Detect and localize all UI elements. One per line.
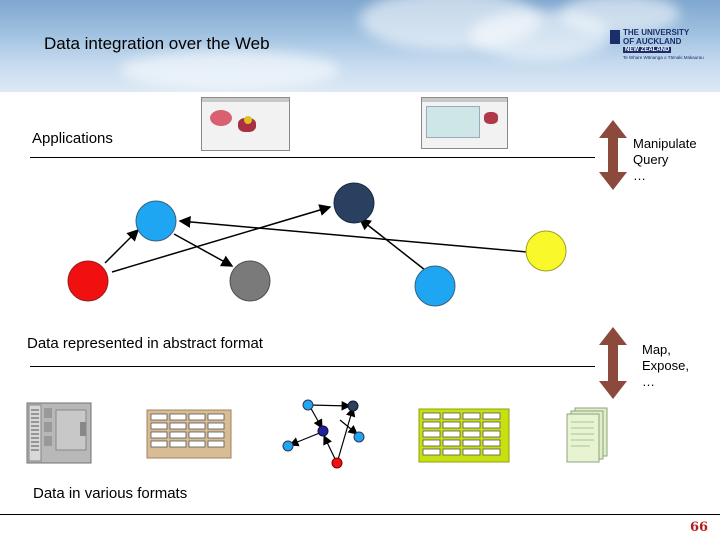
application-screenshot-2 <box>421 97 508 149</box>
application-screenshot-1 <box>201 97 290 151</box>
applications-divider <box>30 157 595 158</box>
footer-divider <box>0 514 720 515</box>
logo-line-1: THE UNIVERSITY <box>623 28 690 37</box>
crest-icon <box>610 30 620 44</box>
slide-title: Data integration over the Web <box>44 34 270 53</box>
node-navy <box>333 182 375 224</box>
manipulate-arrow <box>599 120 627 190</box>
node-yellow <box>525 230 567 272</box>
abstract-divider <box>30 366 595 367</box>
edge-red-to-navy <box>111 204 332 273</box>
logo-line-4: Te Whare Wānanga o Tāmaki Makaurau <box>623 55 704 60</box>
logo-line-2: OF AUCKLAND <box>623 37 682 46</box>
edge-yellow-to-lightblue <box>178 215 528 253</box>
edge-blue-to-navy <box>358 218 426 271</box>
slide-number: 66 <box>690 520 709 535</box>
graph-icon <box>282 399 365 469</box>
manipulate-query-label: Manipulate Query … <box>633 136 697 183</box>
edge-red-to-lightblue <box>104 228 140 264</box>
logo-line-3: NEW ZEALAND <box>623 47 672 53</box>
node-gray <box>229 260 271 302</box>
server-icon <box>26 402 92 464</box>
node-red <box>67 260 109 302</box>
university-logo: THE UNIVERSITY OF AUCKLAND NEW ZEALAND T… <box>610 28 718 64</box>
slide-header: Data integration over the Web THE UNIVER… <box>0 0 720 92</box>
node-light-blue <box>135 200 177 242</box>
applications-label: Applications <box>32 130 113 147</box>
node-blue <box>414 265 456 307</box>
spreadsheet-icon <box>418 408 510 463</box>
edge-lightblue-to-gray <box>173 233 234 267</box>
map-expose-label: Map, Expose, … <box>642 342 689 389</box>
map-arrow <box>599 327 627 399</box>
abstract-format-label: Data represented in abstract format <box>27 335 263 352</box>
various-formats-label: Data in various formats <box>33 485 188 502</box>
table-icon <box>146 409 232 459</box>
documents-icon <box>566 407 608 463</box>
